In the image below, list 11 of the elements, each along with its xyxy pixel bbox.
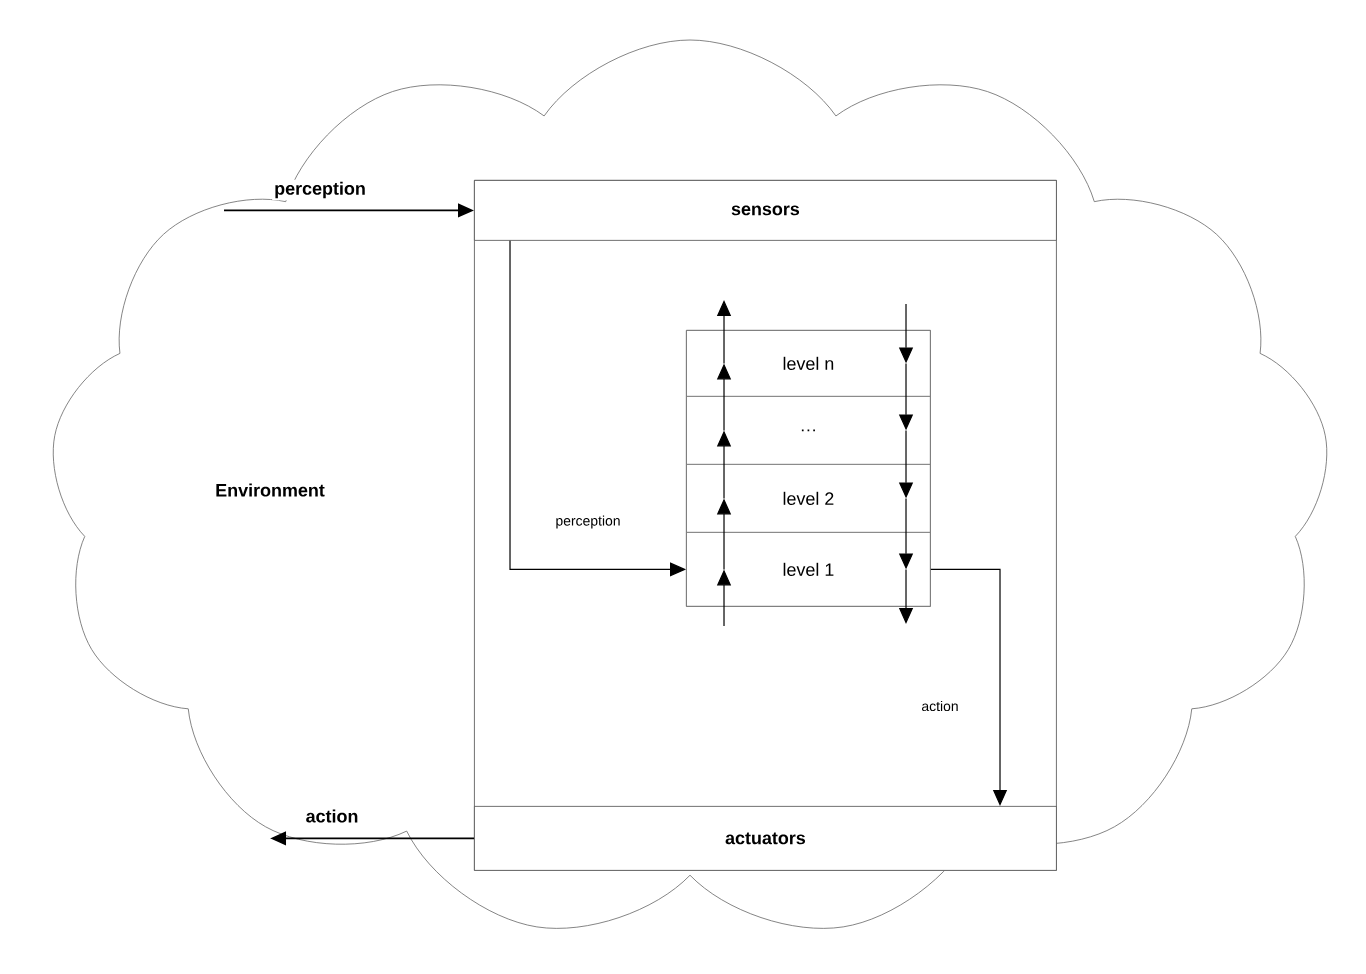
component-box: actuators — [474, 806, 1057, 871]
arrow — [509, 240, 686, 577]
level-box: … — [686, 396, 931, 465]
level-box: level 2 — [686, 464, 931, 533]
edge-label: action — [303, 807, 361, 825]
level-box: level 1 — [686, 532, 931, 607]
edge-label: perception — [272, 179, 368, 201]
level-box: level n — [686, 330, 931, 397]
component-box: sensors — [474, 180, 1057, 241]
arrow — [930, 568, 1008, 806]
cloud-label: Environment — [216, 483, 325, 497]
